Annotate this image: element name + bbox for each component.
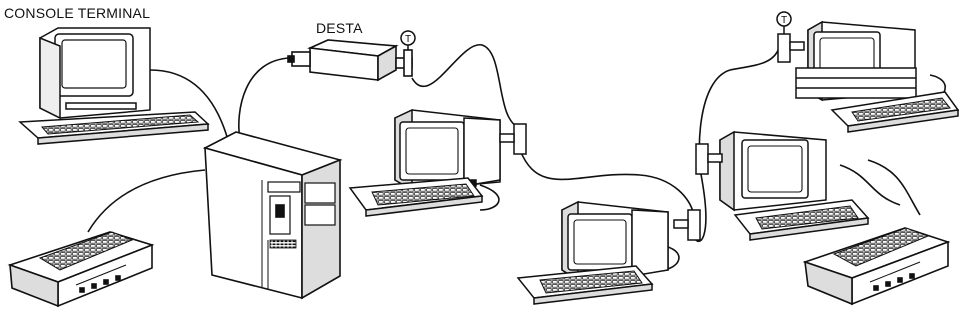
t-connector-icon — [674, 210, 700, 240]
t-connector-icon — [500, 124, 526, 154]
t-connector-icon — [696, 144, 722, 174]
terminator-label: T — [405, 34, 411, 45]
computer-cabinet-icon — [205, 132, 340, 298]
keyboard-icon — [518, 266, 652, 304]
terminator-icon: T — [401, 31, 415, 50]
t-connector-icon — [778, 34, 804, 62]
cable-center-keyboard — [480, 185, 499, 210]
cable-printer-to-computer — [88, 170, 205, 232]
cable-computer-to-desta — [239, 58, 290, 140]
keyboard-icon — [20, 112, 208, 144]
terminal-icon — [720, 132, 826, 210]
terminal-icon — [796, 22, 916, 100]
terminal-icon — [395, 110, 500, 190]
desta-transceiver-icon — [288, 40, 412, 80]
printer-icon — [805, 228, 948, 304]
terminator-label: T — [781, 15, 787, 26]
terminal-icon — [40, 28, 150, 118]
printer-icon — [10, 232, 152, 306]
cable-right-printer — [868, 160, 920, 215]
cable-terminal-to-lower — [520, 150, 693, 212]
terminator-icon: T — [777, 12, 791, 34]
keyboard-icon — [350, 178, 482, 216]
